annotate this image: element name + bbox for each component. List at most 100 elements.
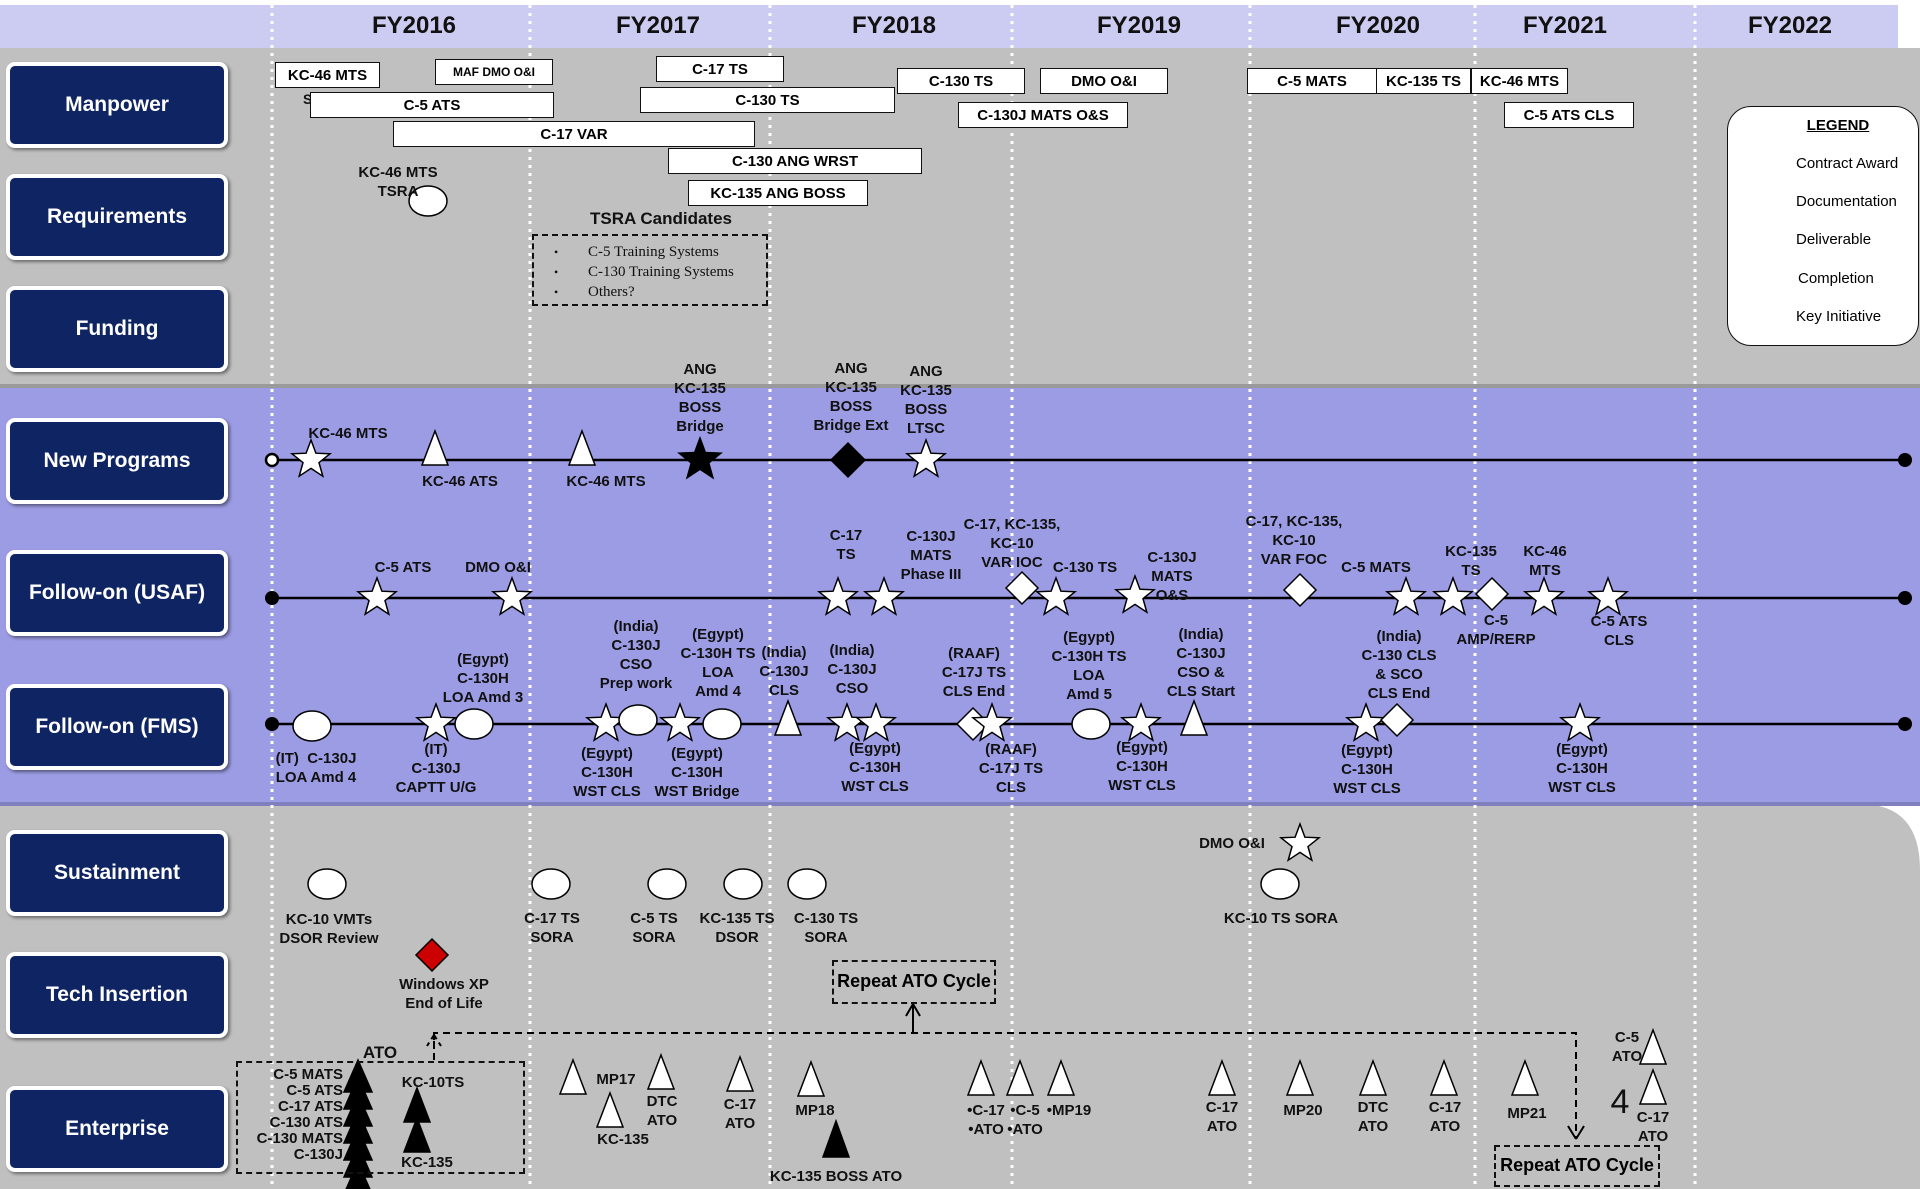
repeat-ato-label: Repeat ATO Cycle — [1500, 1155, 1654, 1175]
documentation-ellipse — [723, 868, 763, 900]
milestone-label: MP17 — [596, 1071, 636, 1088]
contract-award-star — [862, 575, 906, 616]
milestone-label: DTC ATO — [646, 1093, 678, 1129]
milestone-label: (IT) C-130J CAPTT U/G — [395, 741, 477, 796]
milestone-label: KC-46 MTS TSRA — [358, 164, 438, 200]
deliverable-triangle — [567, 428, 597, 466]
milestone-label: (India) C-130J CSO & CLS Start — [1166, 626, 1236, 700]
documentation-ellipse — [647, 868, 687, 900]
milestone-label: C-17 TS SORA — [524, 910, 580, 946]
milestone-label: (India) C-130J CLS — [759, 644, 809, 699]
category-funding[interactable]: Funding — [6, 286, 228, 372]
windows-xp-diamond — [414, 937, 450, 973]
deliverable-triangle — [1005, 1058, 1035, 1096]
ato-group-box — [236, 1061, 525, 1174]
tsra-candidates-box: C-5 Training Systems C-130 Training Syst… — [532, 234, 768, 306]
contract-award-star — [816, 575, 860, 616]
contract-award-star — [1431, 575, 1475, 616]
contract-award-star — [1119, 701, 1163, 742]
milestone-label: ANG KC-135 BOSS Bridge — [674, 361, 726, 435]
milestone-label: (India) C-130J CSO — [827, 642, 877, 697]
milestone-label: (Egypt) C-130H LOA Amd 3 — [442, 651, 524, 706]
category-tech-insertion[interactable]: Tech Insertion — [6, 952, 228, 1038]
category-new-programs[interactable]: New Programs — [6, 418, 228, 504]
completion-diamond — [1379, 702, 1415, 738]
category-enterprise[interactable]: Enterprise — [6, 1086, 228, 1172]
contract-award-star — [904, 437, 948, 478]
deliverable-triangle — [1638, 1067, 1668, 1105]
timeline-end — [1898, 717, 1912, 731]
milestone-label: (Egypt) C-130H WST CLS — [841, 740, 909, 795]
completion-diamond — [1282, 572, 1318, 608]
deliverable-triangle — [420, 428, 450, 466]
milestone-label: C-130J MATS O&S — [1147, 549, 1197, 604]
category-followon-usaf[interactable]: Follow-on (USAF) — [6, 550, 228, 636]
milestone-label: MP20 — [1283, 1102, 1323, 1119]
documentation-ellipse — [292, 710, 332, 742]
documentation-ellipse — [531, 868, 571, 900]
legend-label: Key Initiative — [1796, 308, 1882, 325]
completion-diamond — [829, 441, 867, 479]
milestone-label: C-17 ATO — [1205, 1099, 1239, 1135]
ato-label: ATO — [362, 1043, 398, 1062]
milestone-label: KC-135 TS — [1445, 543, 1497, 579]
deliverable-triangle — [1179, 698, 1209, 736]
manpower-bar: C-130 ANG WRST — [668, 148, 922, 174]
category-sustainment[interactable]: Sustainment — [6, 830, 228, 916]
milestone-label: C-130 TS SORA — [793, 910, 859, 946]
manpower-fragment: S — [303, 91, 313, 107]
milestone-label: KC-10TS — [401, 1074, 465, 1091]
milestone-label: C-17 ATO — [723, 1096, 757, 1132]
ato-triangle — [345, 1160, 371, 1189]
deliverable-triangle — [646, 1052, 676, 1090]
contract-award-star — [414, 701, 458, 742]
completion-diamond — [1474, 576, 1510, 612]
contract-award-star — [1558, 701, 1602, 742]
repeat-cycle-connector — [433, 1032, 1577, 1139]
category-followon-fms[interactable]: Follow-on (FMS) — [6, 684, 228, 770]
manpower-bar: C-17 VAR — [393, 121, 755, 147]
documentation-ellipse — [1071, 708, 1111, 740]
contract-award-star — [490, 575, 534, 616]
deliverable-triangle — [821, 1118, 851, 1158]
fy-header: FY2016 — [371, 12, 457, 39]
manpower-bar: KC-46 MTS — [275, 62, 380, 88]
milestone-label: •C-5 •ATO — [1007, 1102, 1043, 1138]
category-requirements[interactable]: Requirements — [6, 174, 228, 260]
fy-header: FY2019 — [1096, 12, 1182, 39]
deliverable-triangle — [966, 1058, 996, 1096]
repeat-ato-label: Repeat ATO Cycle — [837, 971, 991, 991]
band-divider — [0, 384, 1920, 388]
milestone-label: (RAAF) C-17J TS CLS End — [941, 645, 1007, 700]
timeline-start — [265, 717, 279, 731]
milestone-label: C-17, KC-135, KC-10 VAR FOC — [1245, 513, 1343, 568]
milestone-label: (Egypt) C-130H WST CLS — [573, 745, 641, 800]
milestone-label: KC-46 MTS — [308, 425, 388, 442]
milestone-label: (India) C-130J CSO Prep work — [599, 618, 673, 692]
category-manpower[interactable]: Manpower — [6, 62, 228, 148]
upward-arrow — [905, 1003, 921, 1033]
contract-award-star — [970, 701, 1014, 742]
milestone-label: C-5 ATS — [374, 559, 432, 576]
milestone-label: C-17 ATO — [1636, 1109, 1670, 1145]
contract-award-star — [1113, 573, 1157, 614]
contract-award-star — [1586, 575, 1630, 616]
deliverable-triangle — [1638, 1027, 1668, 1065]
legend-label: Completion — [1798, 270, 1874, 287]
legend-label: Contract Award — [1796, 155, 1899, 172]
completion-diamond — [1004, 570, 1040, 606]
milestone-label: KC-135 — [401, 1154, 453, 1171]
deliverable-triangle — [1207, 1058, 1237, 1096]
milestone-label: KC-46 ATS — [422, 473, 498, 490]
milestone-label: KC-10 VMTs DSOR Review — [279, 911, 379, 947]
manpower-bar: C-130J MATS O&S — [958, 102, 1128, 128]
milestone-label: MP18 — [795, 1102, 835, 1119]
milestone-label: •C-17 •ATO — [967, 1102, 1005, 1138]
documentation-ellipse — [618, 704, 658, 736]
milestone-label: (Egypt) C-130H TS LOA Amd 5 — [1051, 629, 1127, 703]
fy-header: FY2021 — [1522, 12, 1608, 39]
documentation-ellipse — [454, 708, 494, 740]
milestone-label: KC-46 MTS — [566, 473, 646, 490]
milestone-label: C-5 ATS CLS — [1590, 613, 1648, 649]
